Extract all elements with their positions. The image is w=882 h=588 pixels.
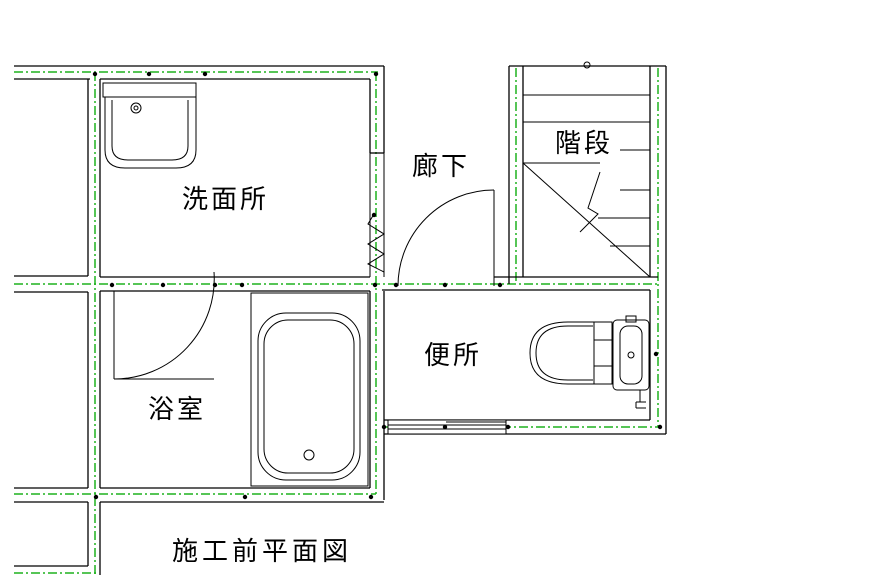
label-toilet: 便所 [424, 341, 482, 371]
plan-title: 施工前平面図 [172, 537, 352, 567]
toilet-fixture [529, 315, 650, 409]
label-stairs: 階段 [555, 129, 613, 159]
vanity-sink [102, 82, 197, 169]
grid-dots [92, 71, 663, 500]
label-washroom: 洗面所 [182, 185, 269, 215]
bathtub [250, 292, 369, 487]
label-corridor: 廊下 [412, 152, 470, 182]
doors [113, 189, 495, 380]
staircase [522, 61, 651, 278]
label-bathroom: 浴室 [148, 395, 206, 425]
windows [366, 153, 507, 435]
walls [14, 65, 667, 575]
